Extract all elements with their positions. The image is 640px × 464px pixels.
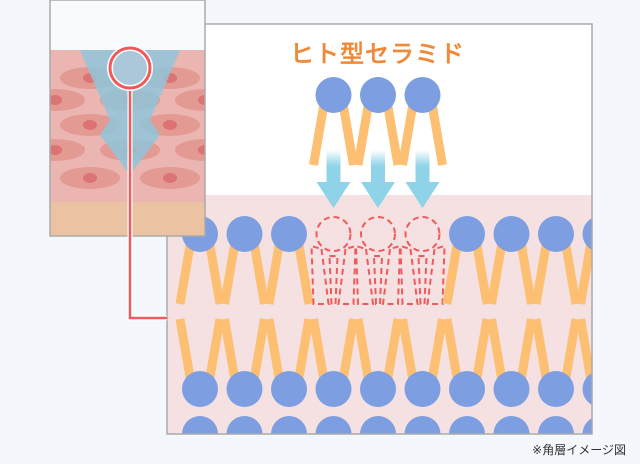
ceramide-head-outline xyxy=(315,216,352,252)
lipid-tail xyxy=(609,234,621,304)
lipid-head xyxy=(493,416,530,434)
lipid-head xyxy=(493,371,530,407)
image-note: ※角層イメージ図 xyxy=(532,443,626,457)
ceramide-tail-outline xyxy=(381,244,402,305)
lipid-head xyxy=(182,371,218,407)
lipid-head xyxy=(315,371,352,407)
skin-cell xyxy=(50,89,85,111)
ceramide-head-outline xyxy=(360,216,396,252)
cell-nucleus xyxy=(198,95,205,105)
ceramide-tail-outline xyxy=(337,244,357,305)
lipid-head xyxy=(182,416,218,434)
cell-nucleus xyxy=(163,173,177,183)
ceramide-title: ヒト型セラミド xyxy=(290,40,465,68)
lipid-head xyxy=(449,371,485,407)
lipid-tail xyxy=(609,319,621,389)
arrow-shaft xyxy=(415,150,430,182)
lipid-head xyxy=(404,371,441,407)
lipid-head xyxy=(360,416,396,434)
ceramide-tail-outline xyxy=(310,244,330,305)
lipid-head xyxy=(271,416,307,434)
lipid-head xyxy=(226,416,263,434)
cell-nucleus xyxy=(50,145,62,155)
cell-nucleus xyxy=(83,173,97,183)
down-arrow-icon xyxy=(316,182,351,208)
lipid-head xyxy=(582,218,592,250)
lipid-head xyxy=(538,371,574,407)
lipid-head xyxy=(582,418,592,434)
lipid-head xyxy=(493,216,530,252)
cell-nucleus xyxy=(163,120,177,130)
lipid-head xyxy=(404,77,441,113)
arrow-shaft xyxy=(326,150,341,182)
ceramide-tail-outline xyxy=(328,255,339,305)
lipid-head xyxy=(271,216,307,252)
cell-nucleus xyxy=(50,95,62,105)
lipid-head xyxy=(226,371,263,407)
arrow-shaft xyxy=(371,150,385,182)
skin-cell xyxy=(50,139,85,161)
lipid-head xyxy=(449,416,485,434)
lipid-head xyxy=(404,416,441,434)
down-arrow-icon xyxy=(405,182,440,208)
lipid-head xyxy=(538,416,574,434)
lipid-head xyxy=(315,77,352,113)
lipid-head xyxy=(582,373,592,405)
lipid-head xyxy=(449,216,485,252)
zoom-callout xyxy=(107,45,167,321)
skin-cell xyxy=(175,139,205,161)
main-panel xyxy=(166,23,621,435)
ceramide-tail-outline xyxy=(354,244,375,305)
skin-cell xyxy=(175,89,205,111)
ceramide-tail-outline xyxy=(426,244,446,305)
down-arrow-icon xyxy=(361,182,395,208)
lipid-head xyxy=(226,216,263,252)
lipid-head xyxy=(315,416,352,434)
ceramide-tail-outline xyxy=(417,255,428,305)
ceramide-tail-outline xyxy=(399,244,419,305)
lipid-head xyxy=(271,371,307,407)
cell-nucleus xyxy=(198,145,205,155)
cell-nucleus xyxy=(83,120,97,130)
ceramide-head-outline xyxy=(404,216,441,252)
ceramide-tail-outline xyxy=(372,255,384,305)
lipid-head xyxy=(538,216,574,252)
lipid-head xyxy=(360,77,396,113)
lipid-head xyxy=(360,371,396,407)
